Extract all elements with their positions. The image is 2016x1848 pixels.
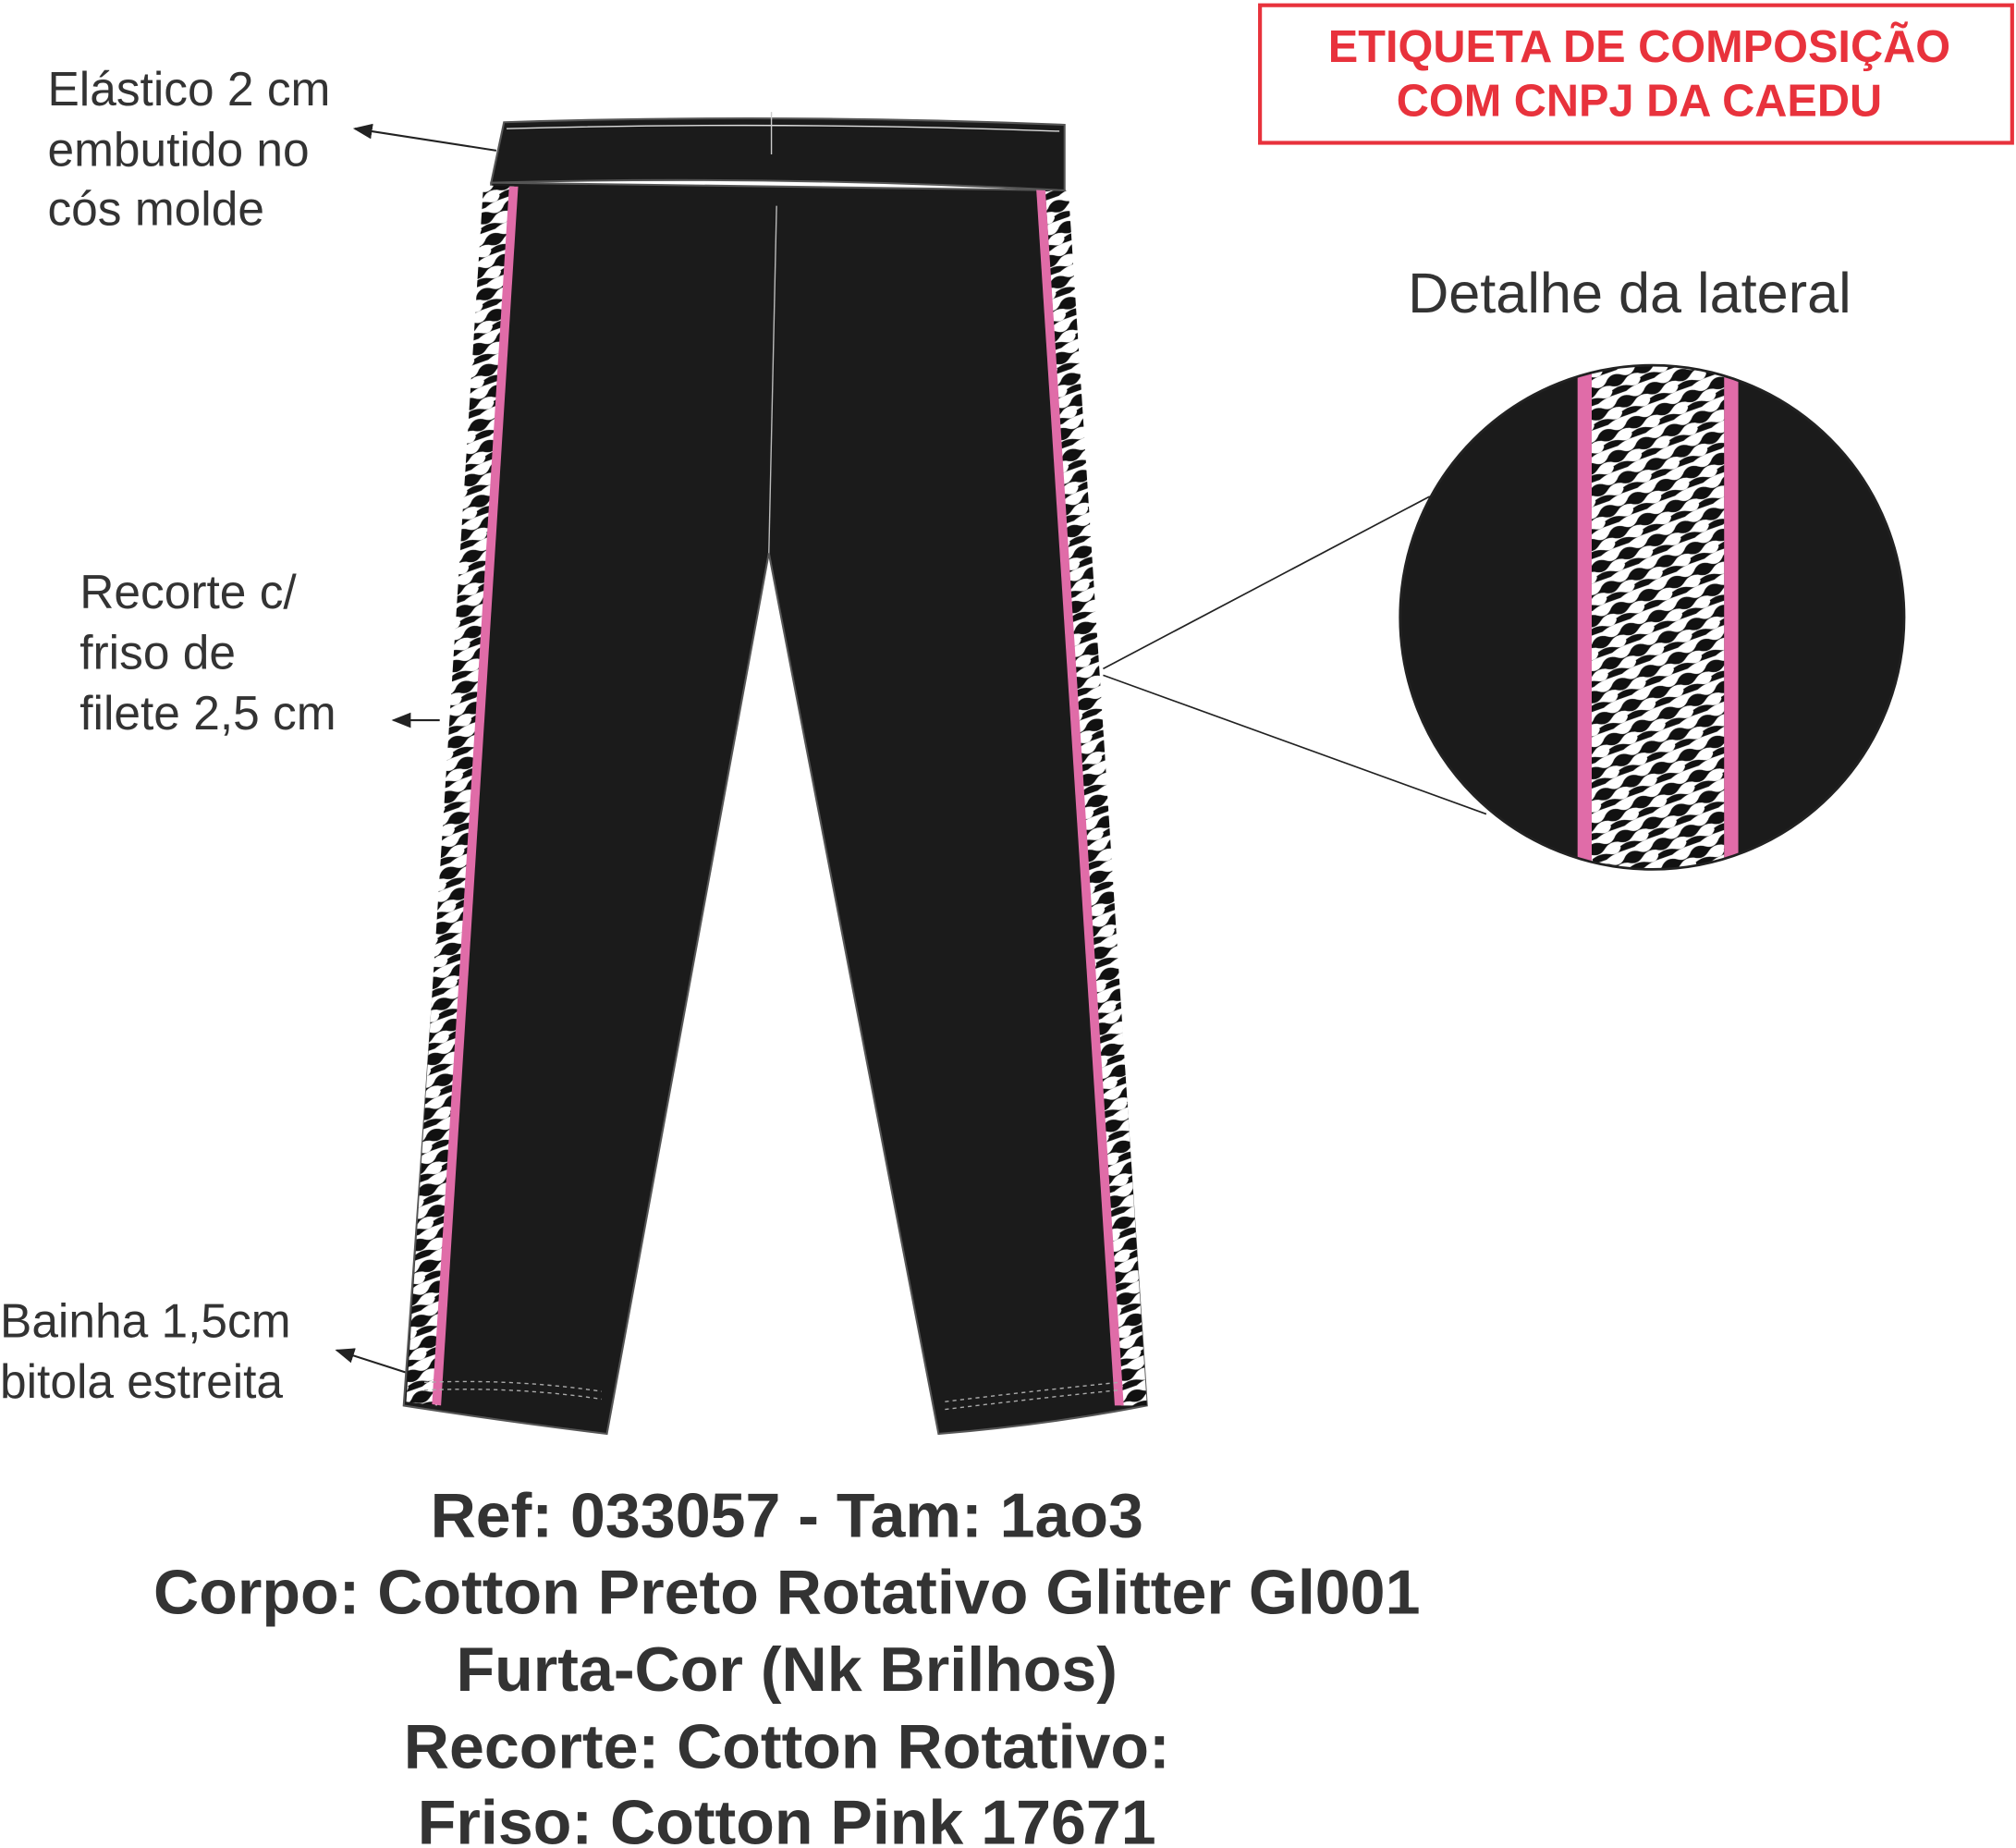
spec-friso: Friso: Cotton Pink 17671 (418, 1788, 1156, 1848)
waistband (490, 116, 1066, 192)
callout-elastic: Elástico 2 cm embutido no cós molde (47, 62, 497, 236)
detail-pointer-line (1103, 674, 1487, 815)
detail-title: Detalhe da lateral (1408, 262, 1851, 324)
callout-text: Elástico 2 cm (47, 62, 330, 116)
spec-corpo: Corpo: Cotton Preto Rotativo Glitter Gl0… (153, 1558, 1420, 1628)
pink-piping-right (1036, 189, 1124, 1406)
spec-recorte: Recorte: Cotton Rotativo: (404, 1712, 1170, 1782)
spec-furta-cor: Furta-Cor (Nk Brilhos) (457, 1634, 1118, 1705)
pink-piping-left (432, 186, 519, 1406)
callout-hem: Bainha 1,5cm bitola estreita (0, 1294, 409, 1408)
arrow-icon (335, 1348, 409, 1375)
callout-text: Bainha 1,5cm (0, 1294, 291, 1348)
side-detail-magnifier (1399, 365, 1904, 870)
callout-text: embutido no (47, 123, 309, 177)
callout-text: filete 2,5 cm (79, 686, 336, 740)
callout-text: bitola estreita (0, 1354, 283, 1408)
callout-text: friso de (79, 625, 236, 679)
composition-label-box: ETIQUETA DE COMPOSIÇÃO COM CNPJ DA CAEDU (1258, 3, 2014, 145)
arrow-icon (352, 123, 497, 152)
spec-ref: Ref: 033057 - Tam: 1ao3 (431, 1480, 1143, 1550)
label-box-line2: COM CNPJ DA CAEDU (1397, 76, 1883, 126)
spec-block: Ref: 033057 - Tam: 1ao3 Corpo: Cotton Pr… (153, 1480, 1420, 1848)
callout-recorte: Recorte c/ friso de filete 2,5 cm (79, 565, 440, 740)
zebra-strip-right (1045, 189, 1147, 1406)
callout-text: cós molde (47, 182, 264, 236)
callout-text: Recorte c/ (79, 565, 297, 618)
pants-drawing (402, 112, 1148, 1436)
zebra-strip-left (406, 185, 515, 1406)
label-box-line1: ETIQUETA DE COMPOSIÇÃO (1328, 21, 1950, 72)
detail-pointer-line (1103, 496, 1431, 670)
